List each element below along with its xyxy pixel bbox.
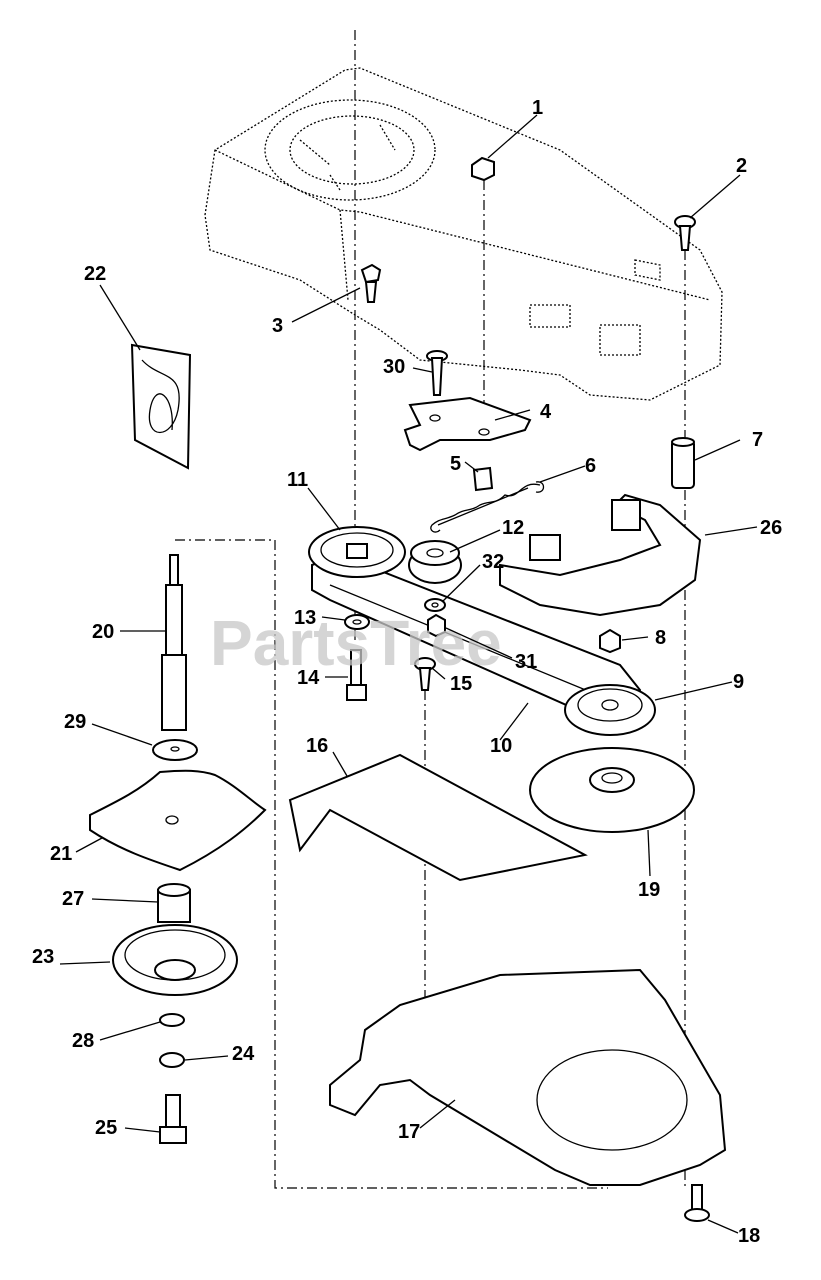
- callout-labels: 1 2 3 4 5 6 7 8 9 10 11 12 13 14 15 16 1…: [32, 97, 782, 1247]
- callout-22: 22: [84, 263, 106, 285]
- callout-26: 26: [760, 517, 782, 539]
- washer-28: [159, 1013, 185, 1027]
- callout-28: 28: [72, 1030, 94, 1052]
- pin-30: [426, 350, 448, 396]
- callout-32: 32: [482, 551, 504, 573]
- callout-19: 19: [638, 879, 660, 901]
- callout-10: 10: [490, 735, 512, 757]
- callout-18: 18: [738, 1225, 760, 1247]
- washer-13: [344, 614, 370, 630]
- callout-25: 25: [95, 1117, 117, 1139]
- drive-plate-19: [529, 747, 695, 833]
- callout-2: 2: [736, 155, 747, 177]
- callout-4: 4: [540, 401, 552, 423]
- pulley-11: [308, 526, 406, 578]
- callout-9: 9: [733, 671, 744, 693]
- callout-20: 20: [92, 621, 114, 643]
- callout-1: 1: [532, 97, 543, 119]
- callout-12: 12: [502, 517, 524, 539]
- idler-pulley-12: [408, 540, 462, 584]
- upper-housing: [204, 67, 723, 401]
- callout-8: 8: [655, 627, 666, 649]
- screw-18: [684, 1184, 710, 1222]
- callout-15: 15: [450, 673, 472, 695]
- callout-24: 24: [232, 1043, 255, 1065]
- callout-5: 5: [450, 453, 461, 475]
- pulley-23: [112, 924, 238, 996]
- lock-washer-24: [159, 1052, 185, 1068]
- nut-8: [599, 628, 621, 654]
- callout-13: 13: [294, 607, 316, 629]
- callout-6: 6: [585, 455, 596, 477]
- bolt-25: [159, 1094, 187, 1144]
- parts-packet: [130, 343, 192, 470]
- shaft-20: [161, 554, 187, 731]
- callout-21: 21: [50, 843, 72, 865]
- shoulder-bolt-5: [472, 466, 494, 492]
- washer-32: [424, 598, 446, 612]
- callout-17: 17: [398, 1121, 420, 1143]
- callout-29: 29: [64, 711, 86, 733]
- callout-27: 27: [62, 888, 84, 910]
- watermark: PartsTree: [210, 607, 502, 679]
- spacer-27: [157, 883, 191, 923]
- callout-14: 14: [297, 667, 320, 689]
- callout-31: 31: [515, 651, 537, 673]
- callout-7: 7: [752, 429, 763, 451]
- impeller-21: [89, 769, 267, 872]
- bracket-4: [403, 396, 532, 452]
- leader-lines: [59, 114, 758, 1234]
- callout-16: 16: [306, 735, 328, 757]
- shield-16: [288, 753, 588, 882]
- callout-30: 30: [383, 356, 405, 378]
- alignment-line-left: [175, 539, 608, 1189]
- washer-29: [152, 739, 198, 761]
- nut-31: [427, 613, 446, 638]
- lower-housing-17: [329, 968, 727, 1186]
- callout-23: 23: [32, 946, 54, 968]
- hex-nut-1: [471, 156, 495, 420]
- callout-3: 3: [272, 315, 283, 337]
- callout-11: 11: [287, 469, 308, 491]
- spring-6: [430, 481, 545, 533]
- bolt-14: [346, 649, 367, 701]
- pulley-9: [564, 684, 656, 736]
- belt-guard-26: [499, 493, 702, 617]
- bolt-3: [360, 263, 382, 303]
- spacer-7: [671, 437, 695, 489]
